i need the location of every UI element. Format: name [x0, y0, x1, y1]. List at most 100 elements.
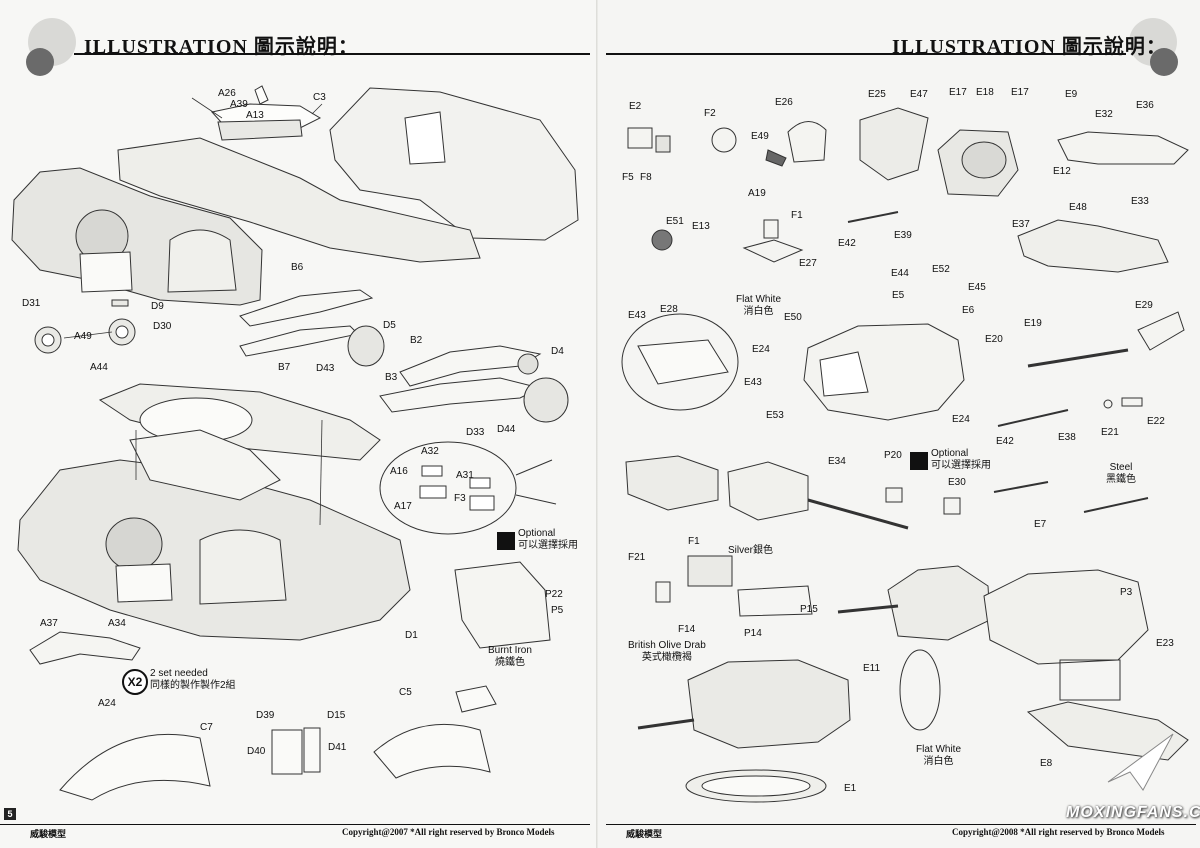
- right-page: ILLUSTRATION 圖示說明： E2 F2 E26 E49 F5 F8 E…: [598, 0, 1200, 848]
- watermark: MOXINGFANS.COM: [1066, 804, 1200, 821]
- label-E49: E49: [751, 131, 769, 142]
- label-E25: E25: [868, 89, 886, 100]
- label-E27: E27: [799, 258, 817, 269]
- label-E2: E2: [629, 101, 642, 112]
- label-E42b: E42: [996, 436, 1014, 447]
- label-E21: E21: [1101, 427, 1119, 438]
- label-E6: E6: [962, 305, 975, 316]
- british-olive-zh: 英式橄欖褐: [641, 652, 692, 663]
- label-F14: F14: [678, 624, 696, 635]
- label-B7: B7: [278, 362, 291, 373]
- label-A34: A34: [108, 618, 126, 629]
- label-E9: E9: [1065, 89, 1078, 100]
- flat-white-zh: 消白色: [743, 306, 774, 317]
- flat-white-en: Flat White: [736, 294, 782, 305]
- label-D4: D4: [551, 346, 564, 357]
- label-F1a: F1: [791, 210, 803, 221]
- label-A24: A24: [98, 698, 116, 709]
- label-E26: E26: [775, 97, 793, 108]
- flat-white2-zh: 消白色: [923, 756, 954, 767]
- label-A44: A44: [90, 362, 108, 373]
- left-footer-copyright: Copyright@2007 *All right reserved by Br…: [342, 827, 555, 837]
- label-E37: E37: [1012, 219, 1030, 230]
- sets-needed-note: 2 set needed 同樣的製作製作2組: [150, 668, 236, 692]
- label-E17b: E17: [1011, 87, 1029, 98]
- steel-en: Steel: [1109, 462, 1133, 473]
- label-F5: F5: [622, 172, 634, 183]
- right-footer-rule: [606, 824, 1196, 825]
- label-E29: E29: [1135, 300, 1153, 311]
- left-page-title: ILLUSTRATION 圖示說明：: [84, 36, 359, 58]
- label-D43: D43: [316, 363, 335, 374]
- label-A39: A39: [230, 99, 248, 110]
- label-D1: D1: [405, 630, 418, 641]
- label-E23: E23: [1156, 638, 1174, 649]
- steel-note: Steel 黑鐵色: [1106, 462, 1136, 486]
- label-E42a: E42: [838, 238, 856, 249]
- label-E36: E36: [1136, 100, 1154, 111]
- optional-note-left: Optional 可以選擇採用: [518, 528, 578, 552]
- label-E24b: E24: [952, 414, 970, 425]
- label-E44: E44: [891, 268, 909, 279]
- left-page-drawing: [11, 18, 590, 801]
- flat-white2-en: Flat White: [916, 744, 962, 755]
- label-P15: P15: [800, 604, 818, 615]
- burnt-iron-zh: 燒鐵色: [494, 657, 525, 668]
- right-page-title: ILLUSTRATION 圖示說明：: [892, 36, 1167, 58]
- flat-white-note: Flat White 消白色: [736, 294, 781, 318]
- label-C5: C5: [399, 687, 412, 698]
- label-E22: E22: [1147, 416, 1165, 427]
- british-olive-note: British Olive Drab 英式橄欖褐: [628, 640, 706, 664]
- label-E20: E20: [985, 334, 1003, 345]
- label-E50: E50: [784, 312, 802, 323]
- label-E1: E1: [844, 783, 857, 794]
- label-E11: E11: [863, 663, 881, 674]
- label-E48: E48: [1069, 202, 1087, 213]
- left-footer-rule: [0, 824, 590, 825]
- burnt-iron-note: Burnt Iron 燒鐵色: [488, 645, 532, 669]
- flat-white-note-2: Flat White 消白色: [916, 744, 961, 768]
- label-E30: E30: [948, 477, 966, 488]
- right-footer-copyright: Copyright@2008 *All right reserved by Br…: [952, 827, 1165, 837]
- label-A17: A17: [394, 501, 412, 512]
- label-E5: E5: [892, 290, 905, 301]
- label-E43a: E43: [628, 310, 646, 321]
- british-olive-en: British Olive Drab: [628, 640, 706, 651]
- label-C7: C7: [200, 722, 213, 733]
- optional-note-right: Optional 可以選擇採用: [931, 448, 991, 472]
- label-E38: E38: [1058, 432, 1076, 443]
- label-D44: D44: [497, 424, 516, 435]
- label-F2: F2: [704, 108, 716, 119]
- x2-badge: X2: [122, 669, 148, 695]
- header-circle-dark: [1150, 48, 1178, 76]
- label-F21: F21: [628, 552, 646, 563]
- label-E19: E19: [1024, 318, 1042, 329]
- right-footer-brand: 威駿模型: [626, 829, 663, 839]
- label-E33: E33: [1131, 196, 1149, 207]
- label-D9: D9: [151, 301, 164, 312]
- optional-icon: [910, 452, 928, 470]
- label-A37: A37: [40, 618, 58, 629]
- label-E43b: E43: [744, 377, 762, 388]
- label-E53: E53: [766, 410, 784, 421]
- label-P3: P3: [1120, 587, 1133, 598]
- label-C3: C3: [313, 92, 326, 103]
- label-D40: D40: [247, 746, 266, 757]
- label-D33: D33: [466, 427, 485, 438]
- page-number: 5: [4, 808, 16, 820]
- label-A13: A13: [246, 110, 264, 121]
- label-D5: D5: [383, 320, 396, 331]
- label-D39: D39: [256, 710, 275, 721]
- optional-zh: 可以選擇採用: [931, 460, 991, 471]
- label-E28: E28: [660, 304, 678, 315]
- label-D15: D15: [327, 710, 346, 721]
- optional-en: Optional: [931, 448, 969, 459]
- label-F8: F8: [640, 172, 652, 183]
- label-E17a: E17: [949, 87, 967, 98]
- label-E12: E12: [1053, 166, 1071, 177]
- label-P22: P22: [545, 589, 563, 600]
- label-A49: A49: [74, 331, 92, 342]
- label-B6: B6: [291, 262, 304, 273]
- label-A16: A16: [390, 466, 408, 477]
- label-A26: A26: [218, 88, 236, 99]
